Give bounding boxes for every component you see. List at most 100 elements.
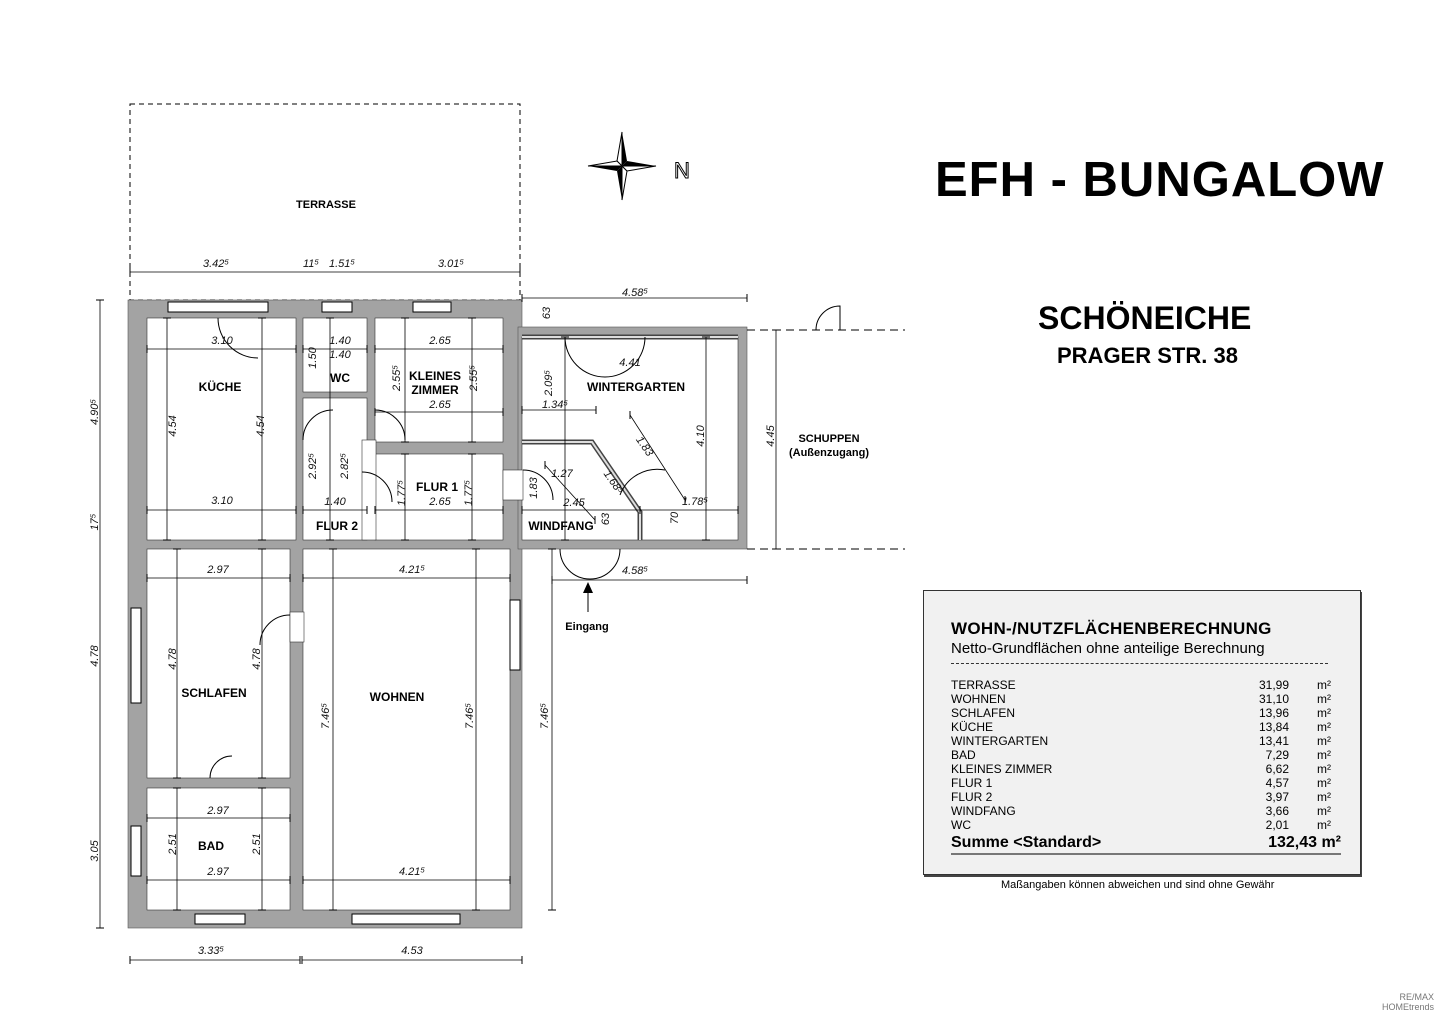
dimension-label: 3.01⁵ [438, 258, 464, 270]
area-unit: m² [1317, 748, 1331, 762]
dimension-label: 3.42⁵ [203, 258, 229, 270]
area-room-name: TERRASSE [951, 678, 1016, 692]
area-value: 3,66 [1265, 804, 1289, 818]
dimension-label: 1.78⁵ [682, 496, 708, 508]
area-room-name: FLUR 2 [951, 790, 993, 804]
area-room-name: WC [951, 818, 971, 832]
room-flur2 [302, 397, 368, 541]
dimension-label: 2.55⁵ [468, 365, 480, 392]
room-wohnen [302, 548, 511, 911]
room-wc [302, 317, 368, 393]
area-row: FLUR 2 3,97 m² [951, 790, 1331, 804]
dimension-label: 4.78 [89, 644, 101, 666]
dimension-label: 1.40 [329, 335, 351, 347]
dimension-label: 2.92⁵ [307, 453, 319, 480]
area-room-name: FLUR 1 [951, 776, 993, 790]
dimension-label: 1.50 [307, 346, 319, 368]
dimension-line [629, 414, 686, 501]
sum-value: 132,43 m² [1268, 834, 1341, 851]
room-label-bad: BAD [198, 839, 224, 853]
area-table-title: WOHN-/NUTZFLÄCHENBERECHNUNG [951, 619, 1272, 638]
dimension-label: 4.54 [255, 415, 267, 436]
area-row: WC 2,01 m² [951, 818, 1331, 832]
room-flur1 [374, 453, 504, 541]
dimension-label: 4.10 [695, 424, 707, 446]
area-unit: m² [1317, 790, 1331, 804]
area-unit: m² [1317, 692, 1331, 706]
area-value: 7,29 [1265, 748, 1289, 762]
brand-line1: RE/MAX [1399, 992, 1434, 1002]
brand-line2: HOMEtrends [1381, 1002, 1434, 1012]
area-value: 3,97 [1265, 790, 1289, 804]
room-label-wc: WC [330, 371, 350, 385]
area-value: 4,57 [1265, 776, 1289, 790]
room-label-kueche: KÜCHE [199, 379, 242, 394]
area-value: 13,41 [1258, 734, 1289, 748]
room-kueche [146, 317, 297, 541]
room-label-flur2: FLUR 2 [316, 519, 358, 533]
area-table-subtitle: Netto-Grundflächen ohne anteilige Berech… [951, 640, 1265, 657]
entrance-arrow-icon [583, 582, 593, 612]
room-label-kleines: KLEINES [409, 369, 461, 383]
area-room-name: KÜCHE [951, 720, 994, 734]
dimension-label: 2.82⁵ [339, 453, 351, 480]
dimension-label: 7.46⁵ [539, 703, 551, 729]
area-unit: m² [1317, 720, 1331, 734]
dimension-label: 2.65 [428, 335, 451, 347]
area-unit: m² [1317, 818, 1331, 832]
dimension-label: 2.97 [206, 805, 229, 817]
dimension-label: 70 [669, 511, 681, 524]
dimension-label: 4.58⁵ [622, 287, 648, 299]
dimension-label: 7.46⁵ [320, 703, 332, 729]
dimension-label: 2.65 [428, 496, 451, 508]
room-kleines-zimmer [374, 317, 504, 443]
dimension-label: 4.78 [167, 647, 179, 669]
page-title: EFH - BUNGALOW [935, 153, 1385, 207]
room-label-wohnen: WOHNEN [370, 690, 425, 704]
dimension-line [544, 464, 596, 521]
dimension-label: 1.40 [324, 496, 346, 508]
dimension-label: 1.40 [329, 349, 351, 361]
area-sum-row: Summe <Standard> 132,43 m² [951, 834, 1341, 855]
dimension-label: 11⁵ [303, 258, 319, 270]
dimension-label: 1.27 [551, 468, 573, 480]
area-value: 13,96 [1258, 706, 1289, 720]
area-room-name: WINDFANG [951, 804, 1016, 818]
room-schlafen [146, 548, 291, 779]
dimension-label: 2.97 [206, 564, 229, 576]
room-label-windfang: WINDFANG [528, 519, 593, 533]
divider [951, 663, 1328, 664]
dimension-label: 4.45 [765, 424, 777, 446]
dimension-label: 2.51 [251, 833, 263, 855]
area-value: 2,01 [1265, 818, 1289, 832]
dimension-label: 2.51 [167, 833, 179, 855]
area-value: 31,99 [1258, 678, 1289, 692]
dimension-lines [96, 268, 780, 964]
area-unit: m² [1317, 762, 1331, 776]
dimension-label: 1.77⁵ [396, 480, 408, 506]
dimension-label: 4.54 [167, 415, 179, 436]
terrace-outline [129, 103, 521, 301]
dimension-label: 63 [541, 306, 553, 319]
room-label-schuppen-sub: (Außenzugang) [789, 447, 869, 459]
dimension-label: 3.10 [211, 335, 233, 347]
dimension-label: 1.77⁵ [463, 480, 475, 506]
dimension-label: 2.65 [428, 399, 451, 411]
area-value: 6,62 [1265, 762, 1289, 776]
disclaimer-note: Maßangaben können abweichen und sind ohn… [1001, 879, 1275, 891]
dimension-label: 2.55⁵ [391, 365, 403, 392]
dimension-label: 1.51⁵ [329, 258, 355, 270]
doors [209, 305, 841, 779]
dimension-label: 2.09⁵ [543, 370, 555, 397]
dimension-label: 2.97 [206, 866, 229, 878]
city-name: SCHÖNEICHE [1038, 300, 1252, 336]
room-label-schlafen: SCHLAFEN [181, 686, 246, 700]
compass-rose-icon [587, 131, 657, 201]
